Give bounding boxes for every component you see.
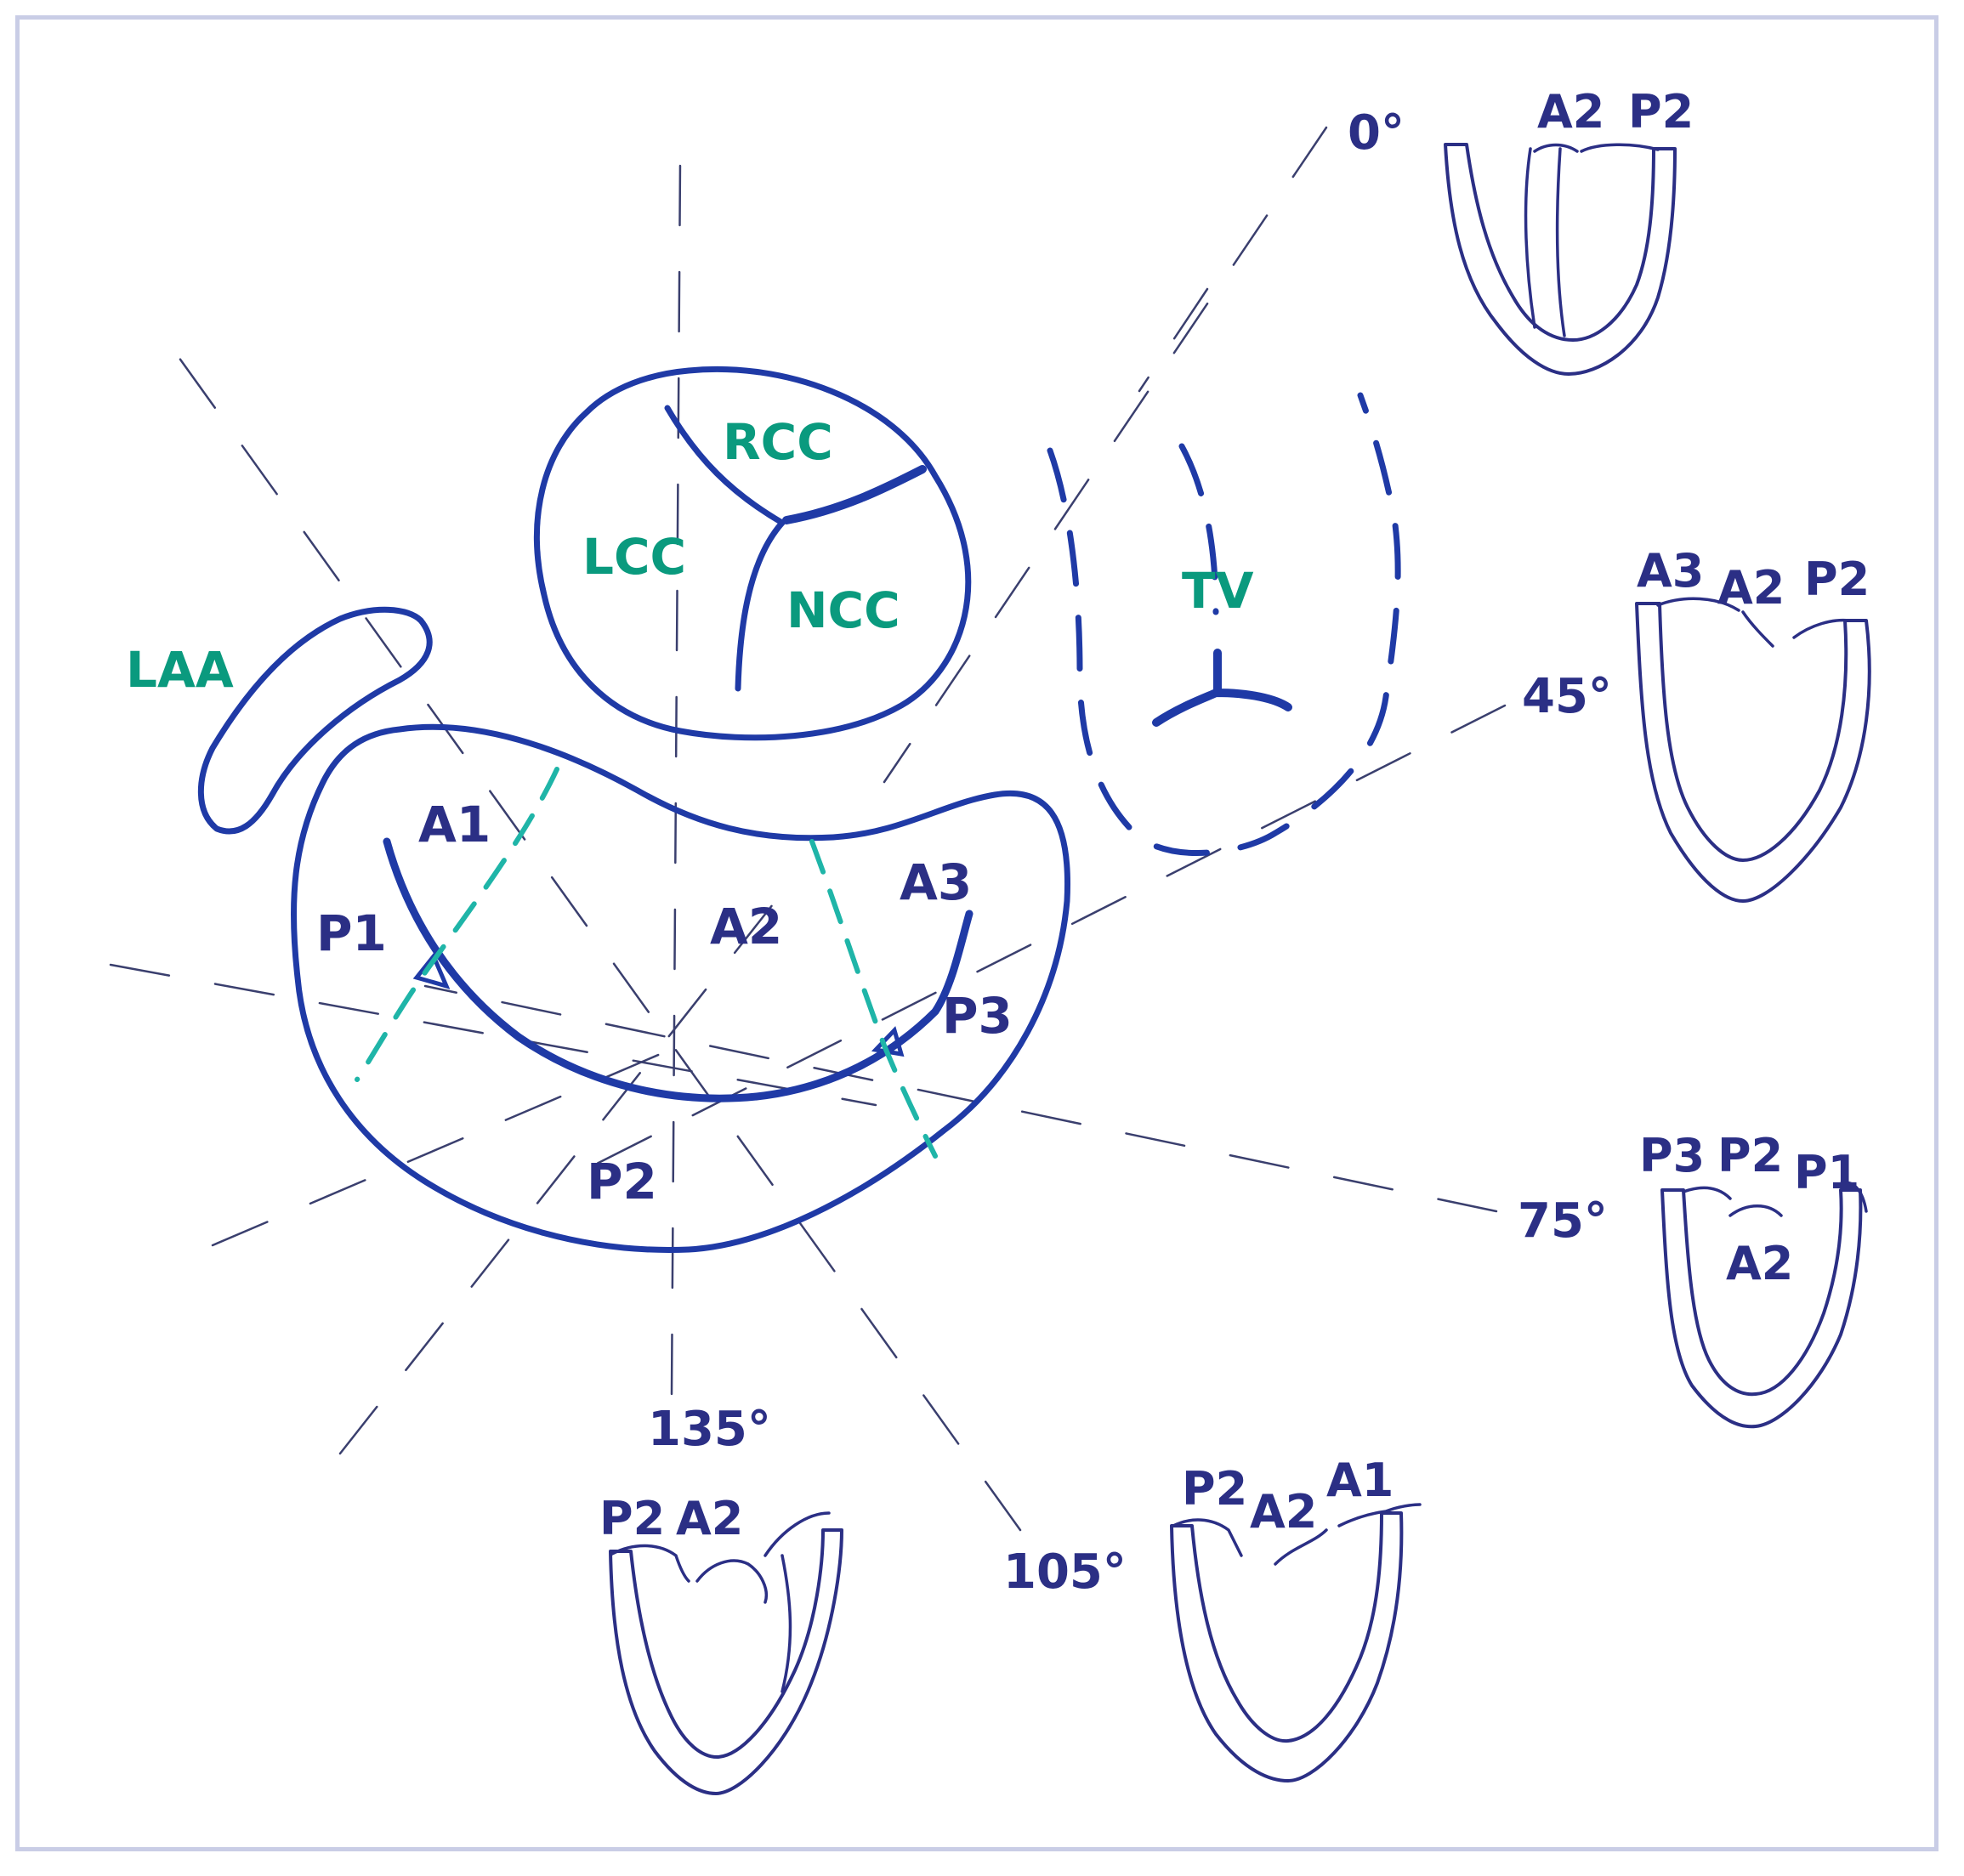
plane-line-0 [883, 126, 1328, 784]
p1-label: P1 [316, 904, 387, 962]
left-atrial-appendage: LAA [126, 606, 433, 835]
tricuspid-junction [1152, 689, 1292, 727]
view-0-scallop-p2: P2 [1628, 85, 1694, 139]
angle-75-label: 75° [1518, 1193, 1608, 1249]
view-135-leaflet-a2 [695, 1559, 768, 1604]
coaptation-commissure-left [412, 952, 451, 989]
angle-labels: 0° 45° 75° 105° 135° [648, 105, 1612, 1600]
angle-45-label: 45° [1522, 669, 1612, 724]
cusp-commissure-rcc-lcc [664, 405, 786, 526]
view-105-leaflet-a2 [1274, 1528, 1328, 1566]
view-45-leaflet-a2 [1741, 610, 1774, 648]
view-135-leaflet-p2 [610, 1544, 690, 1583]
tv-label: TV [1182, 562, 1254, 620]
plane-line-left [109, 963, 877, 1107]
laa-outline [197, 606, 433, 835]
view-45-scallop-p2: P2 [1804, 553, 1870, 606]
view-105-sketch: P2 A2 A1 [1170, 1454, 1422, 1782]
view-75-leaflet-p3 [1682, 1186, 1732, 1200]
aortic-valve: RCC LCC NCC [534, 366, 972, 741]
view-105-leaflet-a1 [1337, 1503, 1422, 1527]
view-45-sketch: A3 A2 P2 [1635, 544, 1871, 903]
a2-label: A2 [710, 898, 782, 955]
view-135-scallop-p2: P2 [599, 1492, 665, 1545]
ncc-label: NCC [786, 581, 900, 639]
view-0-leaflet-a2 [1533, 143, 1579, 153]
tricuspid-valve-outline [1047, 392, 1401, 856]
angle-135-label: 135° [648, 1402, 771, 1457]
segment-divider-a1-a2 [355, 767, 559, 1082]
view-135-aorta-wall [763, 1511, 831, 1557]
plane-line-0-upper [1138, 287, 1209, 393]
view-105-heart-outline [1170, 1511, 1404, 1782]
view-75-scallop-p3: P3 [1639, 1129, 1705, 1182]
view-0-septum-right [1555, 147, 1566, 337]
view-0-heart-outline [1444, 143, 1677, 376]
view-45-scallop-a2: A2 [1717, 561, 1785, 615]
view-75-leaflet-p1 [1835, 1181, 1868, 1213]
rcc-label: RCC [723, 413, 833, 471]
plane-line-45 [593, 704, 1507, 1166]
view-75-scallop-a2: A2 [1726, 1237, 1793, 1290]
view-0-leaflet-p2 [1580, 143, 1660, 153]
view-105-leaflet-p2 [1172, 1518, 1243, 1557]
segment-divider-a2-a3 [809, 839, 938, 1159]
view-0-sketch: A2 P2 [1444, 85, 1694, 376]
p3-label: P3 [942, 987, 1013, 1045]
a1-label: A1 [418, 796, 491, 853]
mitral-valve: A1 A2 A3 P1 P2 P3 [290, 723, 1071, 1253]
cusp-commissure-ncc [735, 519, 786, 692]
a3-label: A3 [900, 853, 972, 911]
tricuspid-inner-arc [1178, 443, 1219, 615]
angle-105-label: 105° [1003, 1544, 1127, 1600]
view-75-scallop-p2: P2 [1717, 1129, 1783, 1182]
angle-0-label: 0° [1348, 105, 1405, 161]
view-135-scallop-a2: A2 [676, 1492, 743, 1545]
view-105-scallop-a1: A1 [1326, 1454, 1394, 1507]
cusp-commissure-rcc-ncc [782, 465, 927, 524]
view-75-sketch: P3 P2 P1 A2 [1639, 1129, 1868, 1429]
p2-label: P2 [587, 1153, 657, 1210]
coaptation-line [383, 837, 973, 1102]
aortic-valve-outline [534, 366, 972, 741]
view-45-heart-outline [1635, 602, 1871, 903]
view-75-heart-outline [1660, 1188, 1863, 1429]
imaging-plane-lines [109, 126, 1507, 1532]
plane-line-105 [177, 355, 1022, 1532]
view-135-inner-wall [780, 1554, 792, 1693]
mitral-annulus-outline [290, 723, 1071, 1253]
view-45-leaflet-p2 [1792, 618, 1851, 639]
view-0-septum-left [1524, 147, 1536, 329]
view-105-scallop-a2: A2 [1250, 1485, 1317, 1539]
view-45-leaflet-a3 [1656, 597, 1740, 612]
plane-line-75 [423, 984, 1498, 1213]
view-45-scallop-a3: A3 [1637, 544, 1704, 598]
plane-line-lower-left [211, 1044, 682, 1247]
view-135-sketch: P2 A2 [599, 1492, 843, 1795]
tricuspid-valve: TV [1047, 392, 1401, 856]
view-135-heart-outline [609, 1528, 843, 1795]
plane-line-135 [670, 160, 682, 1396]
view-75-scallop-p1: P1 [1794, 1146, 1859, 1199]
view-75-leaflet-a2 [1728, 1204, 1783, 1217]
view-0-scallop-a2: A2 [1537, 85, 1604, 139]
lcc-label: LCC [582, 528, 686, 586]
plane-line-diag [338, 891, 784, 1455]
view-105-scallop-p2: P2 [1182, 1462, 1247, 1516]
laa-label: LAA [126, 641, 234, 699]
